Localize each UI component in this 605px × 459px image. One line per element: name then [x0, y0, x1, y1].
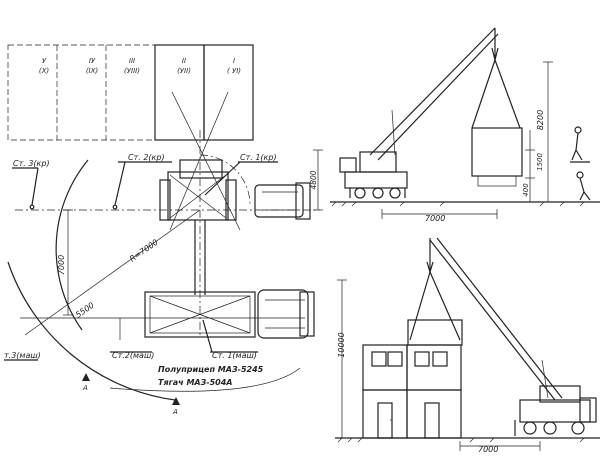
dims-bottom	[337, 279, 541, 451]
dim-8200: 8200	[536, 110, 545, 130]
marker-a-right: A	[172, 408, 178, 416]
lifted-module-top	[471, 59, 523, 187]
crane-boom-top	[369, 27, 499, 161]
bay-labels: У (Х) IУ (IХ) III (УIII) II (УII) I ( УI…	[39, 57, 241, 75]
dim-r7000: R=7000	[128, 238, 160, 264]
bay-roman-4: IУ	[89, 57, 96, 65]
dim-400: 400	[522, 183, 530, 197]
label-st1-mash: Ст. 1(маш)	[212, 351, 257, 360]
bay-roman-5: У	[42, 57, 47, 65]
dim-5500: 5500	[74, 301, 96, 320]
bay-roman-1: I	[233, 57, 235, 65]
radius-line	[24, 209, 201, 336]
crane-truck-bottom	[514, 385, 597, 436]
dim-4800: 4800	[309, 170, 318, 189]
label-st3-mash: т.3(маш)	[4, 351, 41, 360]
label-st1-kr: Ст. 1(кр)	[240, 153, 277, 162]
caption-semitrailer: Полуприцеп МАЗ-5245	[158, 365, 264, 374]
dim-7000-top: 7000	[425, 214, 445, 223]
elevation-top: 8200 1500 400 7000	[330, 27, 600, 223]
boom-diagonal-a	[171, 91, 241, 231]
bay-alt-1: ( УI)	[227, 67, 241, 75]
caption-tractor: Тягач МАЗ-504А	[158, 378, 233, 387]
label-st2-mash: Ст.2(маш)	[112, 351, 154, 360]
crane-plan	[159, 159, 311, 295]
dim-7000-vertical: 7000	[57, 255, 66, 275]
section-arrow-right	[172, 397, 180, 405]
elevation-bottom: 10000 7000	[335, 237, 600, 454]
crane-swing-arcs	[7, 154, 301, 401]
dim-10000: 10000	[337, 332, 346, 357]
label-st2-kr: Ст. 2(кр)	[128, 153, 165, 162]
semi-trailer-plan	[144, 289, 315, 339]
marker-a-left: A	[82, 384, 88, 392]
label-st3-kr: Ст. 3(кр)	[13, 159, 50, 168]
ground-hatch-bottom	[337, 437, 585, 443]
plan-view: У (Х) IУ (IХ) III (УIII) II (УII) I ( УI…	[4, 44, 323, 416]
crane-truck-top	[339, 151, 408, 199]
boom-diagonal-b	[169, 91, 229, 231]
dim-1500: 1500	[536, 153, 544, 171]
bay-roman-3: III	[129, 57, 135, 65]
dims-top	[381, 61, 553, 219]
crane-boom-bottom	[429, 237, 563, 401]
building-bays	[7, 44, 254, 141]
building-modules	[362, 344, 462, 439]
dimension-ticks	[63, 149, 323, 340]
ground-hatch-top	[331, 201, 585, 207]
station-markers	[4, 161, 278, 361]
bay-alt-3: (УIII)	[124, 67, 140, 75]
bay-alt-2: (УII)	[177, 67, 191, 75]
dim-7000-bottom: 7000	[478, 445, 498, 454]
section-arrow-left	[82, 373, 90, 381]
bay-alt-5: (Х)	[39, 67, 50, 75]
hoisted-module-bottom	[407, 238, 463, 346]
bay-alt-4: (IХ)	[86, 67, 99, 75]
worker-figures	[570, 126, 591, 201]
bay-roman-2: II	[182, 57, 186, 65]
